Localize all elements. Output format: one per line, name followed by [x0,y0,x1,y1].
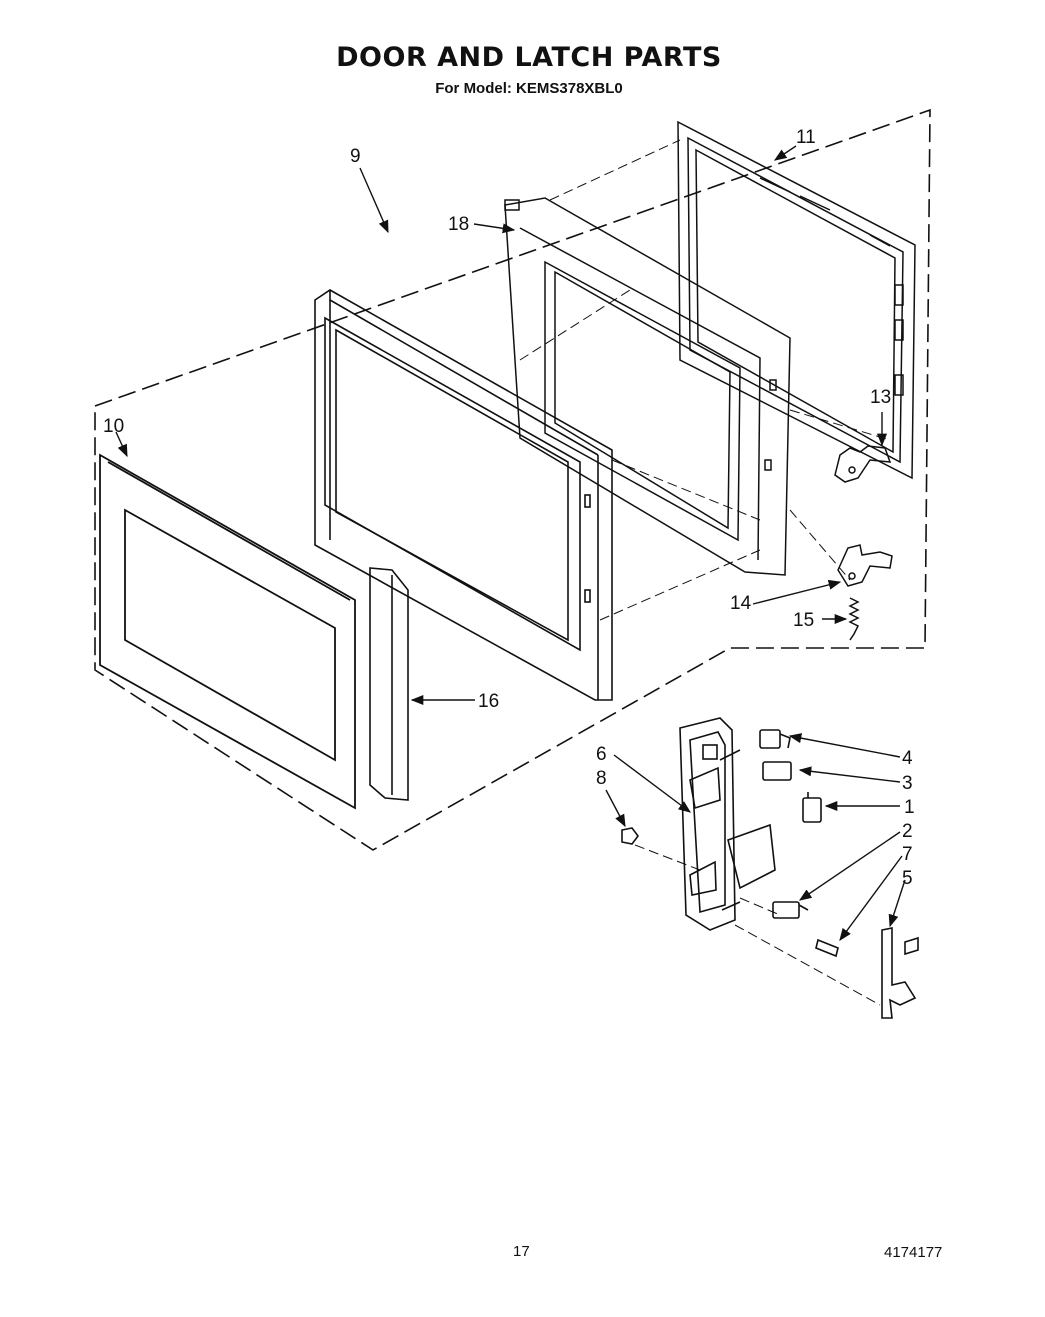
part-7-screw [815,938,839,958]
part-10-door-panel [99,453,356,810]
part-8-nut [621,827,639,845]
callout-15: 15 [793,610,814,631]
part-18-door-frame [504,197,791,576]
part-3-switch [762,761,792,781]
part-6-latch-housing [679,717,776,931]
callout-13: 13 [870,387,891,408]
document-number: 4174177 [884,1244,943,1261]
callout-9: 9 [350,146,361,167]
callout-14: 14 [730,593,752,614]
callout-4: 4 [902,748,913,769]
callout-7: 7 [902,844,913,865]
page-number: 17 [513,1243,530,1260]
callout-leaders [115,145,906,942]
door-outer-frame [314,289,613,701]
callout-1: 1 [904,797,915,818]
part-5-lever [881,927,919,1019]
part-14-latch-hook [837,544,893,587]
callout-3: 3 [902,773,913,794]
part-1-switch [802,792,822,823]
callout-16: 16 [478,691,499,712]
part-13-latch-hook [834,445,892,483]
part-11-choke-frame [677,120,916,480]
alignment-lines [519,139,891,1006]
callout-11: 11 [796,127,816,148]
part-16-handle [369,567,409,801]
part-4-switch [759,729,791,749]
page-title: DOOR AND LATCH PARTS [336,42,722,73]
callout-18: 18 [448,214,469,235]
callout-5: 5 [902,868,913,889]
model-subtitle: For Model: KEMS378XBL0 [435,80,623,97]
part-15-spring [848,597,860,641]
callout-8: 8 [596,768,607,789]
callout-2: 2 [902,821,913,842]
part-2-switch [772,901,809,919]
door-assembly-boundary [94,108,931,851]
callout-6: 6 [596,744,607,765]
callout-10: 10 [103,416,124,437]
